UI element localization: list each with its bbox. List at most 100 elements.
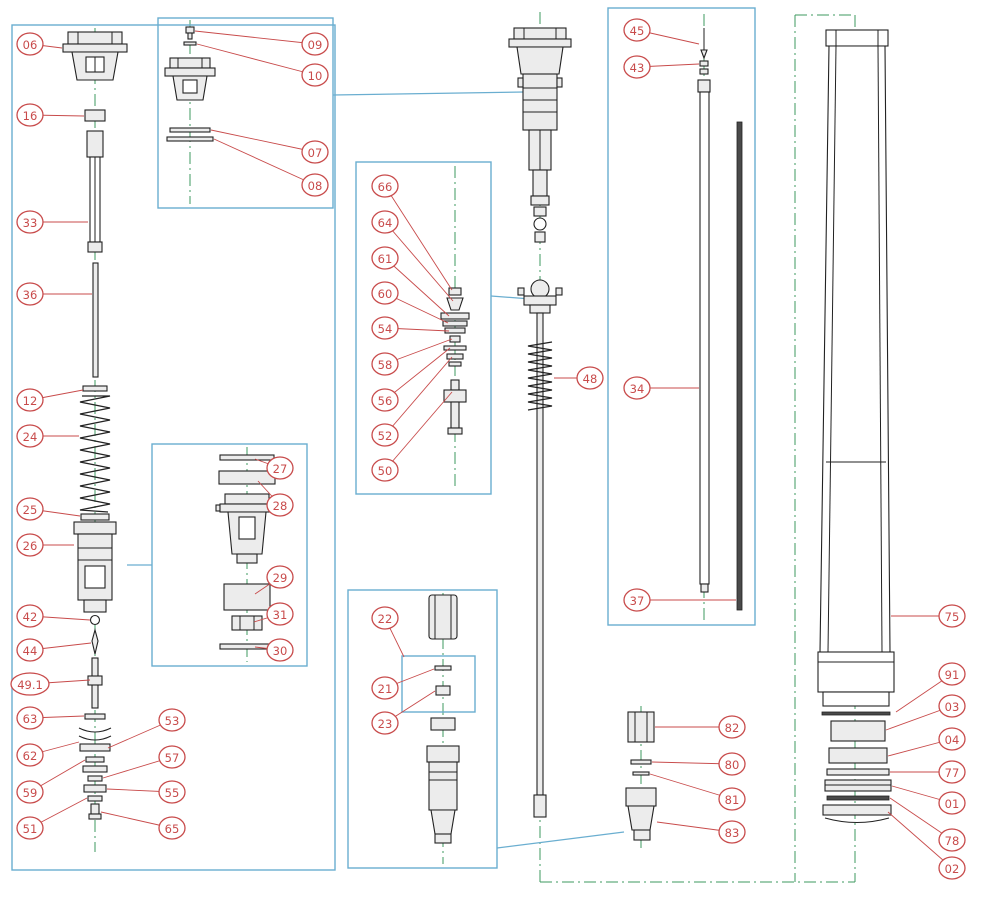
callout-77: 77	[938, 760, 966, 784]
callout-80: 80	[718, 752, 746, 776]
callout-label: 65	[165, 822, 180, 836]
callout-bubble	[158, 780, 186, 804]
callout-28: 28	[266, 493, 294, 517]
callout-44: 44	[16, 638, 44, 662]
callout-label: 29	[273, 571, 288, 585]
callout-leader-56	[384, 347, 451, 401]
callout-50: 50	[371, 458, 399, 482]
callout-leader-66	[384, 185, 453, 291]
callout-leader-02	[887, 811, 953, 869]
callout-label: 22	[378, 612, 393, 626]
callout-27: 27	[266, 456, 294, 480]
callout-label: 45	[630, 24, 645, 38]
part-needle-44	[91, 627, 99, 655]
callout-29: 29	[266, 565, 294, 589]
callout-label: 82	[725, 721, 740, 735]
part-bolt-65	[88, 803, 102, 820]
callout-label: 33	[23, 216, 38, 230]
callout-bubble	[371, 388, 399, 412]
callout-bubble	[371, 174, 399, 198]
callout-label: 36	[23, 288, 38, 302]
part-washer-21	[434, 665, 452, 671]
part-cylinder-22	[428, 594, 458, 640]
callout-label: 55	[165, 786, 180, 800]
callout-49.1: 49.1	[10, 672, 50, 696]
callout-26: 26	[16, 533, 44, 557]
callout-layer: 0616333612242526424449.16362595153575565…	[10, 18, 966, 880]
callout-bubble	[158, 816, 186, 840]
part-rod-36	[92, 262, 99, 378]
callout-30: 30	[266, 638, 294, 662]
callout-07: 07	[301, 140, 329, 164]
callout-bubble	[16, 282, 44, 306]
part-washer-80	[630, 759, 652, 765]
callout-63: 63	[16, 706, 44, 730]
callout-label: 02	[945, 862, 960, 876]
base-parts-assembly	[625, 711, 657, 841]
callout-48: 48	[576, 366, 604, 390]
callout-37: 37	[623, 588, 651, 612]
callout-31: 31	[266, 602, 294, 626]
callout-leader-50	[384, 391, 453, 471]
link-box-to-83	[496, 831, 625, 849]
callout-43: 43	[623, 55, 651, 79]
callout-54: 54	[371, 316, 399, 340]
callout-label: 01	[945, 797, 960, 811]
callout-bubble	[938, 791, 966, 815]
callout-83: 83	[718, 820, 746, 844]
callout-bubble	[371, 316, 399, 340]
callout-label: 81	[725, 793, 740, 807]
callout-45: 45	[623, 18, 651, 42]
part-washer-77	[826, 768, 890, 776]
part-dust-seal-02	[822, 804, 892, 823]
callout-65: 65	[158, 816, 186, 840]
part-pin-27	[219, 454, 275, 461]
callout-label: 30	[273, 644, 288, 658]
part-washer-10	[183, 41, 197, 46]
part-bleed-screw-09	[185, 26, 195, 40]
callout-06: 06	[16, 32, 44, 56]
callout-bubble	[158, 745, 186, 769]
callout-label: 56	[378, 394, 393, 408]
part-washer-81	[632, 771, 650, 776]
callout-58: 58	[371, 352, 399, 376]
callout-label: 37	[630, 594, 645, 608]
callout-label: 44	[23, 644, 38, 658]
callout-bubble	[576, 366, 604, 390]
callout-21: 21	[371, 676, 399, 700]
callout-bubble	[371, 458, 399, 482]
callout-bubble	[16, 706, 44, 730]
callout-label: 50	[378, 464, 393, 478]
callout-bubble	[371, 281, 399, 305]
box-cap-inset	[157, 17, 334, 209]
callout-01: 01	[938, 791, 966, 815]
callout-bubble	[371, 352, 399, 376]
callout-leader-64	[384, 221, 454, 302]
callout-bubble	[16, 743, 44, 767]
part-piston-50	[443, 379, 467, 435]
callout-bubble	[16, 533, 44, 557]
callout-label: 26	[23, 539, 38, 553]
callout-51: 51	[16, 816, 44, 840]
part-shim	[448, 361, 462, 367]
seal-stack	[821, 711, 892, 823]
callout-bubble	[938, 856, 966, 880]
callout-label: 60	[378, 287, 393, 301]
callout-bubble	[16, 103, 44, 127]
part-washer-60	[442, 320, 468, 327]
part-spring-24	[79, 395, 111, 513]
callout-bubble	[16, 816, 44, 840]
callout-label: 49.1	[17, 678, 43, 692]
callout-bubble	[623, 588, 651, 612]
part-center-cap	[508, 27, 572, 75]
box-left-assembly	[11, 24, 336, 871]
part-nuts-43	[699, 60, 709, 75]
callout-bubble	[371, 423, 399, 447]
callout-label: 43	[630, 61, 645, 75]
callout-bubble	[266, 638, 294, 662]
part-rod-49-1	[87, 657, 103, 709]
callout-label: 27	[273, 462, 288, 476]
callout-label: 31	[273, 608, 288, 622]
callout-59: 59	[16, 780, 44, 804]
left-assembly	[62, 31, 128, 820]
